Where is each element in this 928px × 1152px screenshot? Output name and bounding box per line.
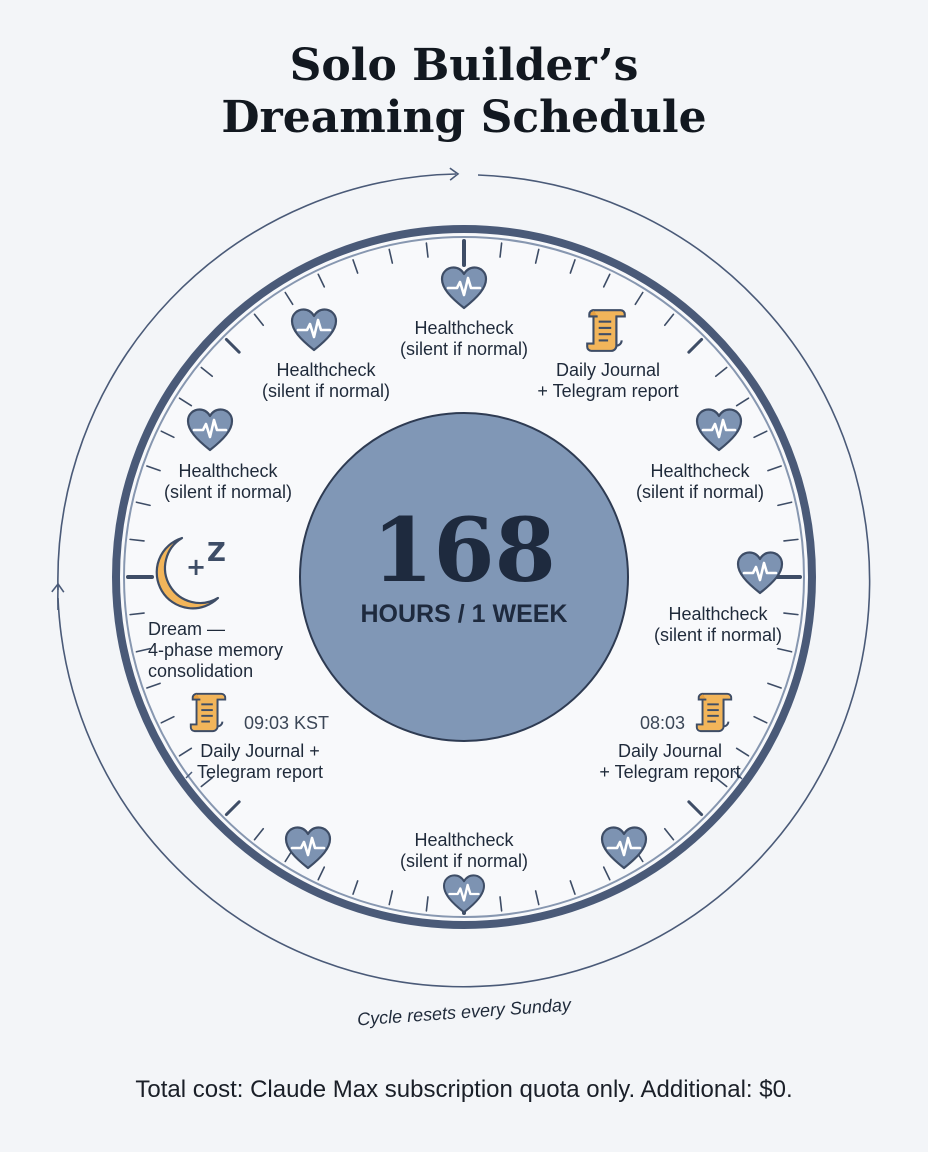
clock-tick <box>425 242 429 258</box>
clock-tick <box>783 538 799 542</box>
event-dream: Dream — 4-phase memory consolidation <box>148 619 283 682</box>
clock-tick <box>663 313 675 327</box>
event-title: Healthcheck <box>178 461 278 481</box>
page-title-line2: Dreaming Schedule <box>221 92 707 143</box>
clock-tick <box>224 337 241 354</box>
event-detail: (silent if normal) <box>399 851 529 871</box>
clock-tick <box>499 896 503 912</box>
clock-tick <box>146 465 161 472</box>
clock-tick <box>129 538 145 542</box>
event-title: Healthcheck <box>276 360 376 380</box>
event-title: Healthcheck <box>668 604 768 624</box>
clock-tick <box>534 248 540 264</box>
event-lower-left-time: 09:03 KST <box>244 713 330 733</box>
clock-tick <box>178 747 193 757</box>
clock-tick <box>200 776 214 788</box>
event-detail: + Telegram report <box>599 762 741 782</box>
clock-tick <box>735 397 750 407</box>
clock-tick <box>714 366 728 378</box>
svg-text:+: + <box>186 553 206 581</box>
event-right-healthcheck: Healthcheck (silent if normal) <box>636 461 764 503</box>
clock-tick <box>714 776 728 788</box>
clock-tick <box>317 273 326 288</box>
event-detail: (silent if normal) <box>163 482 293 502</box>
event-detail: consolidation <box>148 661 254 681</box>
clock-tick <box>135 647 151 653</box>
clock-tick <box>129 612 145 616</box>
page-title-line1: Solo Builder’s <box>289 40 639 91</box>
clock-tick <box>388 890 394 906</box>
event-lower-right-time: 08:03 <box>640 713 686 733</box>
clock-ring-inner <box>123 236 805 918</box>
event-left-healthcheck: Healthcheck (silent if normal) <box>164 461 292 503</box>
clock-tick <box>687 800 704 817</box>
event-detail: Telegram report <box>196 762 324 782</box>
clock-tick <box>224 800 241 817</box>
event-title: Healthcheck <box>414 318 514 338</box>
center-hours-number: 168 <box>372 498 556 602</box>
event-detail: (silent if normal) <box>635 482 765 502</box>
event-upper-left-healthcheck: Healthcheck (silent if normal) <box>262 360 390 402</box>
event-right-lower-healthcheck: Healthcheck (silent if normal) <box>654 604 782 646</box>
clock-tick <box>253 827 265 841</box>
center-disc <box>299 412 629 742</box>
clock-tick <box>569 259 576 274</box>
center-hours-subtitle: HOURS / 1 WEEK <box>360 600 568 628</box>
clock-tick <box>200 366 214 378</box>
event-detail: (silent if normal) <box>653 625 783 645</box>
clock-tick <box>753 715 768 724</box>
clock-tick <box>135 501 151 507</box>
clock-tick <box>388 248 394 264</box>
clock-tick <box>253 313 265 327</box>
clock-tick <box>767 682 782 689</box>
clock-tick <box>569 880 576 895</box>
event-detail: (silent if normal) <box>399 339 529 359</box>
clock-tick <box>317 866 326 881</box>
event-title: Daily Journal + <box>200 741 320 761</box>
clock-tick <box>160 430 175 439</box>
cycle-arrow-upper <box>57 167 460 591</box>
event-title: Daily Journal <box>555 360 661 380</box>
event-lower-left-journal: Daily Journal + Telegram report <box>197 741 323 783</box>
footer-cost-note: Total cost: Claude Max subscription quot… <box>135 1076 793 1103</box>
clock-tick <box>352 880 359 895</box>
clock-tick <box>777 501 793 507</box>
clock-tick <box>160 715 175 724</box>
event-title: Daily Journal <box>617 741 723 761</box>
event-title: Dream — <box>148 619 226 639</box>
clock-ring-outer <box>112 225 816 929</box>
clock-tick <box>753 430 768 439</box>
event-title: Healthcheck <box>414 830 514 850</box>
clock-tick <box>783 612 799 616</box>
clock-tick <box>178 397 193 407</box>
clock-tick <box>499 242 503 258</box>
clock-tick <box>284 291 294 306</box>
clock-tick <box>425 896 429 912</box>
clock-tick <box>735 747 750 757</box>
clock-tick <box>777 647 793 653</box>
clock-tick <box>767 465 782 472</box>
event-detail: + Telegram report <box>537 381 679 401</box>
event-upper-right-journal: Daily Journal + Telegram report <box>537 360 678 402</box>
clock-tick <box>602 866 611 881</box>
clock-tick <box>602 273 611 288</box>
moon-sleep-icon: + Z <box>155 536 226 610</box>
event-top-healthcheck: Healthcheck (silent if normal) <box>400 318 528 360</box>
cycle-arc-outer <box>57 174 871 988</box>
event-detail: (silent if normal) <box>261 381 391 401</box>
event-title: Healthcheck <box>650 461 750 481</box>
clock-tick <box>352 259 359 274</box>
event-detail: 4-phase memory <box>148 640 284 660</box>
svg-text:Z: Z <box>207 538 226 568</box>
clock-tick <box>687 337 704 354</box>
clock-tick <box>534 890 540 906</box>
event-lower-right-journal: Daily Journal + Telegram report <box>599 741 740 783</box>
clock-ticks <box>126 239 802 915</box>
clock-tick <box>663 827 675 841</box>
clock-tick <box>634 291 644 306</box>
clock-tick <box>146 682 161 689</box>
event-bottom-healthcheck: Healthcheck (silent if normal) <box>400 830 528 872</box>
